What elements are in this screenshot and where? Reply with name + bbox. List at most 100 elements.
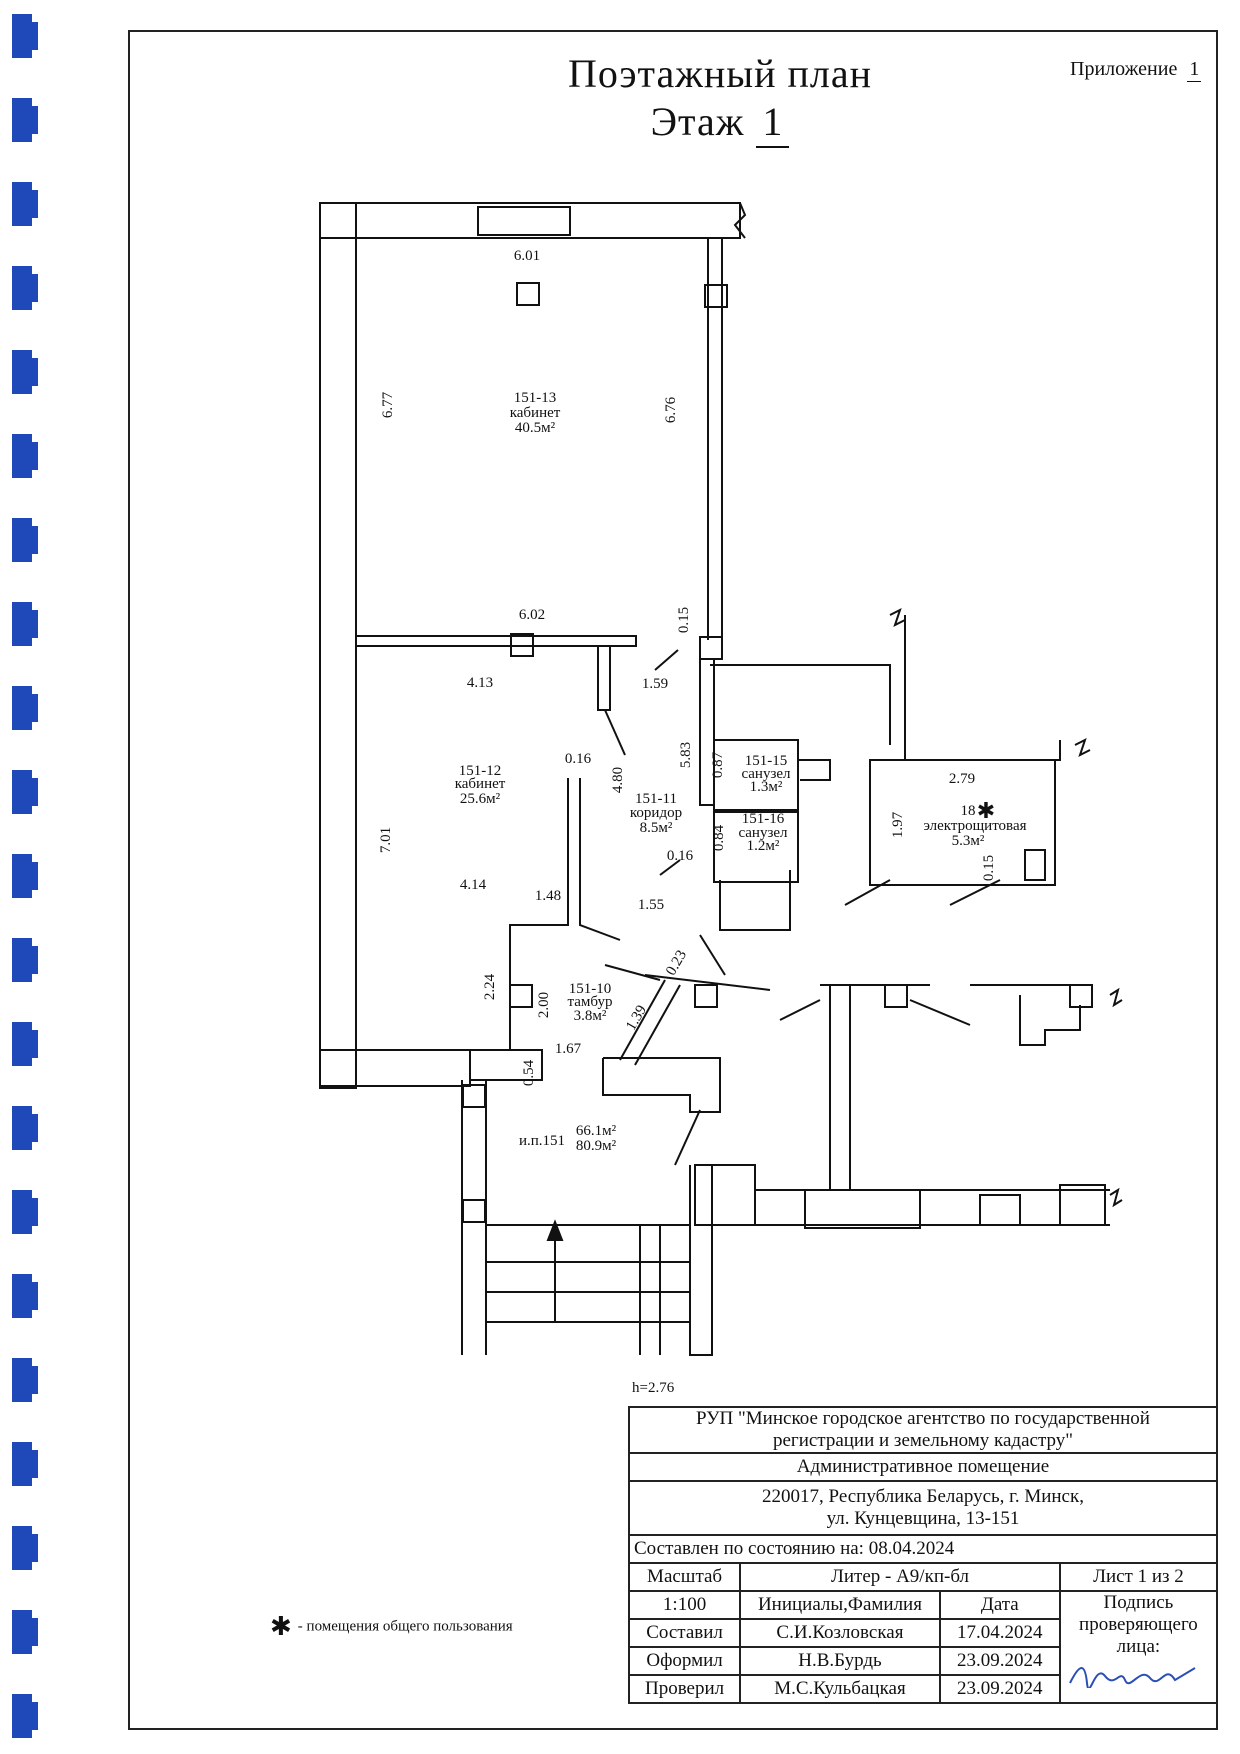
binding-ring: [12, 1274, 38, 1318]
dim-label: 1.55: [638, 897, 664, 913]
dim-label: 2.24: [482, 973, 498, 1000]
row-role: Проверил: [627, 1674, 742, 1704]
dim-label: 6.77: [380, 391, 396, 418]
stamp-state-date: Составлен по состоянию на: 08.04.2024: [628, 1534, 1218, 1564]
binding-ring: [12, 434, 38, 478]
premise-area-total: 80.9м²: [576, 1138, 617, 1154]
room-12-code: 151-12: [459, 763, 502, 779]
stamp-object: Административное помещение: [628, 1452, 1218, 1482]
column-9: [884, 984, 908, 1008]
legend: ✱ - помещения общего пользования: [270, 1612, 513, 1642]
binding-ring: [12, 1022, 38, 1066]
binding-ring: [12, 1526, 38, 1570]
room-11-type: коридор: [630, 805, 682, 821]
column-7: [462, 1084, 486, 1108]
room-12-area: 25.6м²: [460, 791, 501, 807]
room-13-type: кабинет: [510, 405, 561, 421]
appendix-number: 1: [1187, 58, 1202, 82]
dim-label: 1.39: [623, 1003, 650, 1034]
signature-label-1: Подпись: [1103, 1592, 1174, 1613]
stamp-organization: РУП "Минское городское агентство по госу…: [628, 1406, 1218, 1454]
row-role: Составил: [627, 1618, 742, 1648]
room-11-area: 8.5м²: [640, 820, 673, 836]
room-18-type: электрощитовая: [923, 818, 1026, 834]
dim-label: 0.23: [663, 948, 690, 979]
scale-label: Масштаб: [627, 1562, 742, 1592]
binding-ring: [12, 1190, 38, 1234]
room-10-type: тамбур: [568, 994, 613, 1010]
wc-151-16: [713, 811, 799, 883]
column-6: [694, 984, 718, 1008]
address-line-2: ул. Кунцевщина, 13-151: [826, 1508, 1020, 1529]
binding-ring: [12, 182, 38, 226]
row-name: С.И.Козловская: [739, 1618, 941, 1648]
room-10-area: 3.8м²: [574, 1008, 607, 1024]
window-se: [979, 1194, 1021, 1226]
room-16-area: 1.2м²: [747, 838, 780, 854]
dim-label: 1.97: [890, 811, 906, 838]
room-15-type: санузел: [741, 766, 791, 782]
dim-label: 4.80: [610, 767, 626, 793]
dim-label: 2.79: [949, 771, 975, 787]
dim-label: 1.67: [555, 1041, 582, 1057]
signature-label-3: лица:: [1116, 1636, 1161, 1657]
room-10-code: 151-10: [569, 981, 612, 997]
room-13-area: 40.5м²: [515, 420, 556, 436]
wall-block-se3: [1059, 1184, 1106, 1226]
col-initials: Инициалы,Фамилия: [739, 1590, 941, 1620]
stairs: [486, 1219, 690, 1355]
column-5: [509, 984, 533, 1008]
signature-cell: Подпись проверяющего лица:: [1058, 1590, 1219, 1704]
title-plan: Поэтажный план: [567, 51, 873, 96]
row-name: Н.В.Бурдь: [739, 1646, 941, 1676]
dim-label: 0.15: [981, 855, 997, 881]
binding-ring: [12, 1106, 38, 1150]
row-name: М.С.Кульбацкая: [739, 1674, 941, 1704]
binding-ring: [12, 350, 38, 394]
col-date: Дата: [938, 1590, 1061, 1620]
binding-ring: [12, 1610, 38, 1654]
binding-ring: [12, 602, 38, 646]
binding-ring: [12, 854, 38, 898]
org-line-1: РУП "Минское городское агентство по госу…: [696, 1408, 1150, 1429]
room-11-code: 151-11: [635, 791, 677, 807]
floor-label: Этаж: [650, 99, 745, 144]
dim-label: 5.83: [678, 742, 694, 768]
premise-code: и.п.151: [519, 1133, 565, 1149]
binding-ring: [12, 1694, 38, 1738]
binding-ring: [12, 266, 38, 310]
legend-star-icon: ✱: [270, 1612, 292, 1641]
room-15-code: 151-15: [745, 753, 788, 769]
dim-label: 7.01: [378, 827, 394, 853]
handwritten-signature: [1068, 1667, 1196, 1688]
dim-label: 0.84: [711, 824, 727, 851]
legend-text: - помещения общего пользования: [297, 1618, 513, 1635]
wc-151-15: [713, 739, 799, 811]
scale-value: 1:100: [627, 1590, 742, 1620]
dim-label: 2.00: [536, 992, 552, 1018]
wall-block-s: [469, 1049, 543, 1081]
partition-13-12: [355, 635, 637, 647]
dim-label: 0.54: [521, 1059, 537, 1086]
sheet-number: Лист 1 из 2: [1058, 1562, 1219, 1592]
el-box: [1024, 849, 1046, 881]
dim-label: 1.48: [535, 888, 561, 904]
wall-block-se2: [804, 1189, 921, 1229]
dim-label: 1.59: [642, 676, 668, 692]
premise-area-main: 66.1м²: [576, 1123, 617, 1139]
room-18-code: 18: [961, 803, 976, 819]
ceiling-height: h=2.76: [632, 1380, 675, 1396]
binding-ring: [12, 98, 38, 142]
room-16-code: 151-16: [742, 811, 785, 827]
binding-ring: [12, 938, 38, 982]
room-16-type: санузел: [738, 825, 788, 841]
dim-label: 0.16: [565, 751, 592, 767]
column-10: [1069, 984, 1093, 1008]
dim-label: 0.15: [676, 607, 692, 633]
outer-wall-north: [319, 202, 741, 239]
room-18-star: ✱: [977, 798, 995, 823]
dim-label: 4.13: [467, 675, 493, 691]
address-line-1: 220017, Республика Беларусь, г. Минск,: [762, 1486, 1084, 1507]
